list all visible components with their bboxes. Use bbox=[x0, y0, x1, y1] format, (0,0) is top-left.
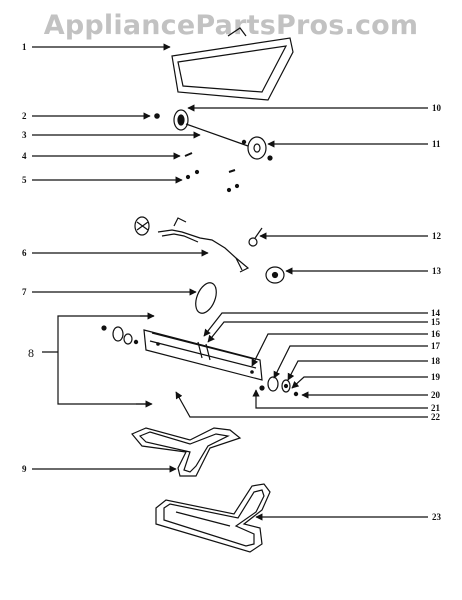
rug-nozzle-base bbox=[155, 483, 271, 553]
watermark-logo: AppliancePartsPros.com bbox=[43, 10, 419, 41]
drive-belt bbox=[195, 282, 217, 314]
part-number-2: 2 bbox=[22, 111, 27, 121]
part-number-14: 14 bbox=[431, 308, 441, 318]
part-number-17: 17 bbox=[431, 341, 441, 351]
part-number-1: 1 bbox=[22, 42, 27, 52]
part-number-23: 23 bbox=[432, 512, 442, 522]
brush-roll-assembly bbox=[101, 325, 299, 397]
part-number-19: 19 bbox=[431, 372, 441, 382]
part-number-6: 6 bbox=[22, 248, 27, 258]
part-number-5: 5 bbox=[22, 175, 27, 185]
part-number-10: 10 bbox=[432, 103, 442, 113]
part-number-20: 20 bbox=[431, 390, 441, 400]
leader-lines bbox=[32, 43, 428, 521]
part-number-21: 21 bbox=[431, 403, 441, 413]
height-adjust-assembly bbox=[134, 216, 285, 284]
part-number-18: 18 bbox=[431, 356, 441, 366]
part-number-3: 3 bbox=[22, 130, 27, 140]
wheel-axle-assembly bbox=[154, 109, 273, 161]
part-number-4: 4 bbox=[22, 151, 27, 161]
part-number-15: 15 bbox=[431, 317, 441, 327]
handle-bail bbox=[171, 27, 294, 101]
part-number-22: 22 bbox=[431, 412, 441, 422]
bottom-plate bbox=[131, 427, 242, 477]
part-number-8: 8 bbox=[28, 346, 34, 360]
part-number-13: 13 bbox=[432, 266, 442, 276]
part-number-7: 7 bbox=[22, 287, 27, 297]
part-number-11: 11 bbox=[432, 139, 441, 149]
part-numbers: 1 2 3 4 5 6 7 8 9 10 11 12 13 14 15 16 1… bbox=[22, 42, 442, 522]
part-number-12: 12 bbox=[432, 231, 442, 241]
part-number-16: 16 bbox=[431, 329, 441, 339]
part-number-9: 9 bbox=[22, 464, 27, 474]
small-hardware bbox=[184, 152, 240, 193]
